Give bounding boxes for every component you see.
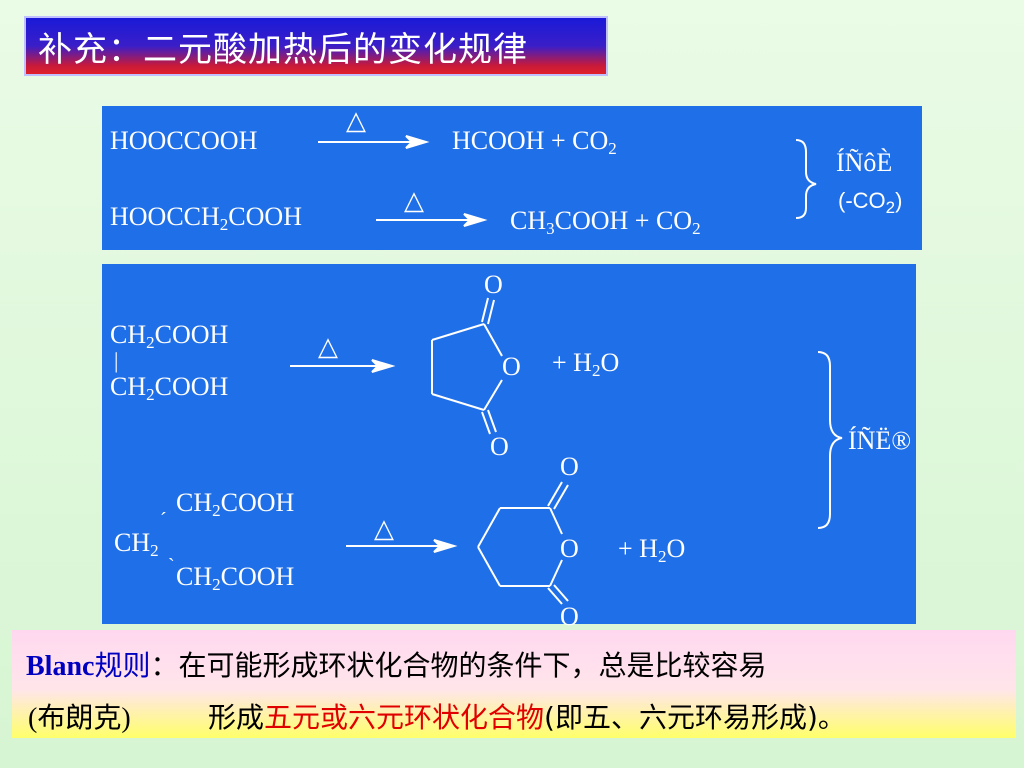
rule-alias: (布朗克) [28,703,131,734]
heat-symbol: △ [318,332,338,361]
rule-name: Blanc [26,651,95,682]
succinic-acid-top: CH2COOH [110,320,229,352]
glutaric-acid-middle: CH2 [114,528,159,560]
heat-symbol: △ [346,106,366,135]
reaction-arrow-1 [318,135,430,149]
decarboxylation-panel [102,106,922,250]
anhydride5-ring-o: O [502,352,521,381]
rule-line-2-text: 形成五元或六元环状化合物(即五、六元环易形成)。 [208,701,846,734]
anhydride5-ring [431,297,503,435]
anhydride6-carbonyl-o-top: O [560,452,579,481]
water-product-1: + H2O [552,348,620,380]
reaction-arrow-3 [290,359,396,373]
glutaric-acid-top: CH2COOH [176,488,295,520]
rule-line-2: (布朗克) [28,696,131,736]
slide-title: 补充：二元酸加热后的变化规律 [24,16,608,76]
blanc-rule-box [12,630,1016,738]
anhydride5-carbonyl-o-bottom: O [490,432,509,461]
succinic-acid-bond: | [114,348,119,373]
rule-line-1: Blanc规则：在可能形成环状化合物的条件下，总是比较容易 [26,649,767,682]
glutaric-acid-bottom: CH2COOH [176,562,295,594]
reaction-arrow-2 [376,213,488,227]
reaction-arrow-4 [346,539,458,553]
brace-decarboxylation [795,139,817,219]
co2-loss-note: (-CO2) [838,188,903,217]
anhydride6-ring-o: O [560,534,579,563]
dehydration-panel [102,264,916,624]
anhydride6-ring [477,481,569,605]
heat-symbol: △ [374,514,394,543]
rule-text-1: 在可能形成环状化合物的条件下，总是比较容易 [178,649,767,682]
heat-symbol: △ [404,186,424,215]
anhydride6-carbonyl-o-bottom: O [560,602,579,631]
rule-name-cn: 规则 [94,649,151,682]
acetic-acid-product: CH3COOH + CO2 [510,206,701,238]
oxalic-acid-formula: HOOCCOOH [110,126,258,155]
anhydride5-carbonyl-o-top: O [484,270,503,299]
rule-highlight: 五元或六元环状化合物 [264,701,545,734]
water-product-2: + H2O [618,534,686,566]
succinic-acid-bottom: CH2COOH [110,372,229,404]
malonic-acid-formula: HOOCCH2COOH [110,202,302,234]
glutaric-bond-top: ´ [160,509,167,531]
decarboxylation-label: ÍÑôÈ [836,148,893,177]
glutaric-bond-bottom: ` [168,555,175,577]
formic-acid-product: HCOOH + CO2 [452,126,617,158]
brace-dehydration [817,351,843,529]
dehydration-label: ÍÑË® [848,426,912,455]
